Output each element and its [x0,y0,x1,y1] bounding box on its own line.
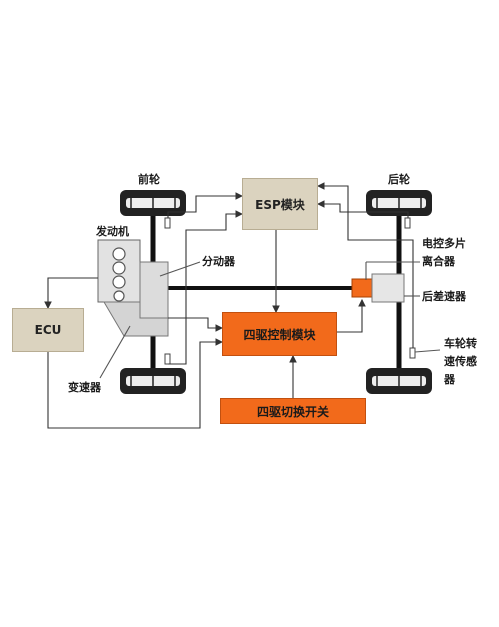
sensor-front-bottom [164,353,171,365]
sensor-front-top [164,217,171,229]
front-left-tire [120,190,186,216]
front-right-tire [120,368,186,394]
rear-diff-block [371,273,405,303]
line-ecu-to-control [47,338,224,429]
ecu-box: ECU [12,308,84,352]
esp-module-box: ESP模块 [242,178,318,230]
rear-wheel-label: 后轮 [388,173,410,186]
sensor-rear-top [404,217,411,229]
line-rear-top-to-esp [316,200,409,218]
leader-transmission [99,325,131,379]
awd-control-module-box: 四驱控制模块 [222,312,337,356]
line-engine-to-ecu [44,277,98,310]
clutch-label-line1: 电控多片 [422,237,466,250]
clutch-block [351,278,373,298]
clutch-label-line2: 离合器 [422,255,455,268]
line-rear-bottom-to-esp [316,182,414,348]
transmission-label: 变速器 [68,381,101,394]
line-control-to-clutch [337,298,366,333]
sensor-rear-bottom [409,347,416,359]
line-transfer-to-control [168,317,224,332]
sensor-label-line1: 车轮转 [444,337,477,350]
leader-transfer-case [159,261,201,277]
line-front-top-to-esp [167,192,244,218]
front-wheel-label: 前轮 [138,173,160,186]
rear-right-tire [366,368,432,394]
engine-label: 发动机 [96,225,129,238]
transfer-case-label: 分动器 [202,255,235,268]
engine-block [97,239,141,303]
sensor-label-line2: 速传感 [444,355,477,368]
sensor-label-line3: 器 [444,373,455,386]
transfer-case-block [139,261,169,319]
awd-switch-box: 四驱切换开关 [220,398,366,424]
rear-diff-label: 后差速器 [422,290,466,303]
line-front-bottom-to-esp [168,210,244,365]
leader-sensor [414,349,441,353]
rear-left-tire [366,190,432,216]
